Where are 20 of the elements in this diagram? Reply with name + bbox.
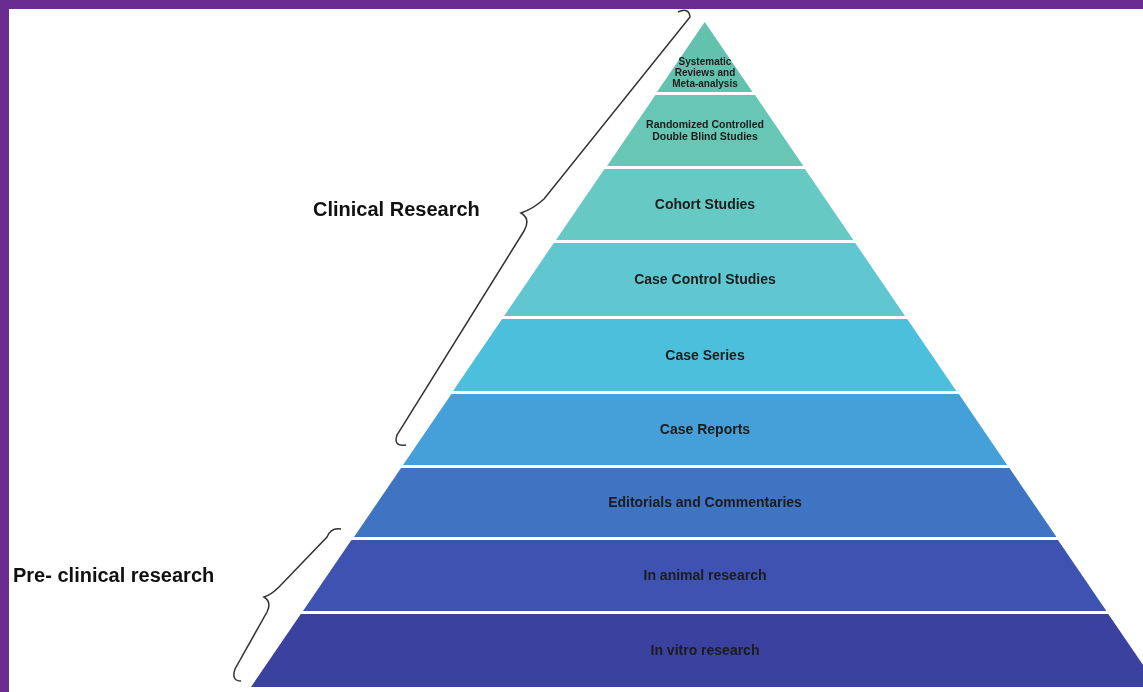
tier-label: Case Control Studies [633,272,777,287]
pyramid-tier [251,614,1143,687]
tier-label: Case Series [664,347,746,363]
tier-label: Randomized Controlled Double Blind Studies [645,119,765,142]
pyramid-tier [303,540,1107,611]
tier-label: In animal research [642,568,768,583]
pyramid-tier [353,468,1057,537]
tier-label: In vitro research [649,643,761,658]
section-label: Clinical Research [313,198,480,221]
tier-label: Systematic Reviews and Meta-analysis [671,56,739,89]
pyramid-tier [606,95,804,166]
section-label: Pre- clinical research [13,564,215,587]
tier-label: Cohort Studies [653,197,757,212]
pyramid-tier [657,22,753,92]
tier-label: Case Reports [658,422,752,437]
pyramid-tier [402,394,1008,465]
pyramid-tier [504,243,906,316]
tier-label: Editorials and Commentaries [607,495,803,510]
pyramid-tier [556,169,854,240]
pyramid-tier [453,319,957,391]
